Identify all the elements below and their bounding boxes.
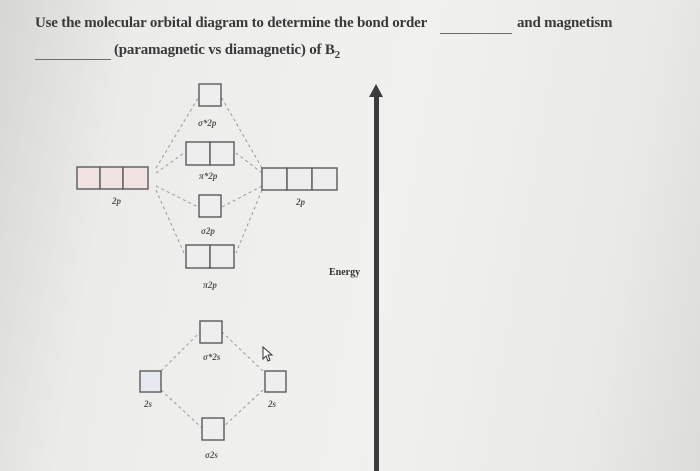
sigma-star-2s-box[interactable] (199, 320, 223, 344)
pi-star-2p-box-2[interactable] (209, 141, 235, 166)
left-2p-box-1[interactable] (76, 166, 101, 190)
sigma-star-2p-label: σ*2p (198, 118, 217, 128)
sigma-star-2p-box[interactable] (198, 83, 222, 107)
pi-star-2p-label: π*2p (199, 171, 218, 181)
right-2p-box-1[interactable] (261, 167, 288, 191)
right-2s-box[interactable] (264, 370, 287, 393)
correlation-lines (155, 94, 264, 429)
left-2s-box[interactable] (139, 370, 162, 393)
left-2p-label: 2p (111, 196, 122, 206)
pi-star-2p-box-1[interactable] (185, 141, 211, 166)
magnetism-blank[interactable] (35, 59, 111, 60)
question-prefix: Use the molecular orbital diagram to det… (35, 15, 428, 31)
left-2s-label: 2s (143, 399, 153, 409)
left-2p-box-2[interactable] (99, 166, 124, 190)
sigma-2s-box[interactable] (201, 417, 225, 441)
right-2s-label: 2s (267, 399, 277, 409)
energy-arrow-head (369, 84, 383, 97)
mo-diagram: σ*2p π*2p σ2p π2p σ*2s σ2s 2p 2p 2s 2s (76, 83, 338, 460)
mouse-pointer-icon (262, 346, 274, 362)
question-line-1-suffix: and magnetism (517, 15, 613, 32)
energy-label: Energy (329, 267, 361, 278)
pi-2p-label: π2p (203, 280, 217, 290)
left-2p-box-3[interactable] (122, 166, 149, 190)
sigma-star-2s-label: σ*2s (203, 352, 221, 362)
right-2p-box-2[interactable] (286, 167, 313, 191)
orbital-boxes (76, 83, 338, 441)
bond-order-blank[interactable] (440, 33, 512, 34)
sigma-2s-label: σ2s (205, 450, 218, 460)
pi-2p-box-1[interactable] (185, 244, 211, 269)
sigma-2p-label: σ2p (201, 226, 215, 236)
question-line-2: (paramagnetic vs diamagnetic) of B2 (114, 42, 340, 61)
question-suffix: and magnetism (517, 15, 613, 31)
question-line-1: Use the molecular orbital diagram to det… (35, 15, 427, 32)
right-2p-box-3[interactable] (311, 167, 338, 191)
pi-2p-box-2[interactable] (209, 244, 235, 269)
sigma-2p-box[interactable] (198, 194, 222, 218)
question-subscript: 2 (334, 49, 341, 61)
question-line-2-text: (paramagnetic vs diamagnetic) of B (114, 42, 335, 58)
energy-axis (374, 95, 379, 471)
right-2p-label: 2p (295, 197, 306, 207)
